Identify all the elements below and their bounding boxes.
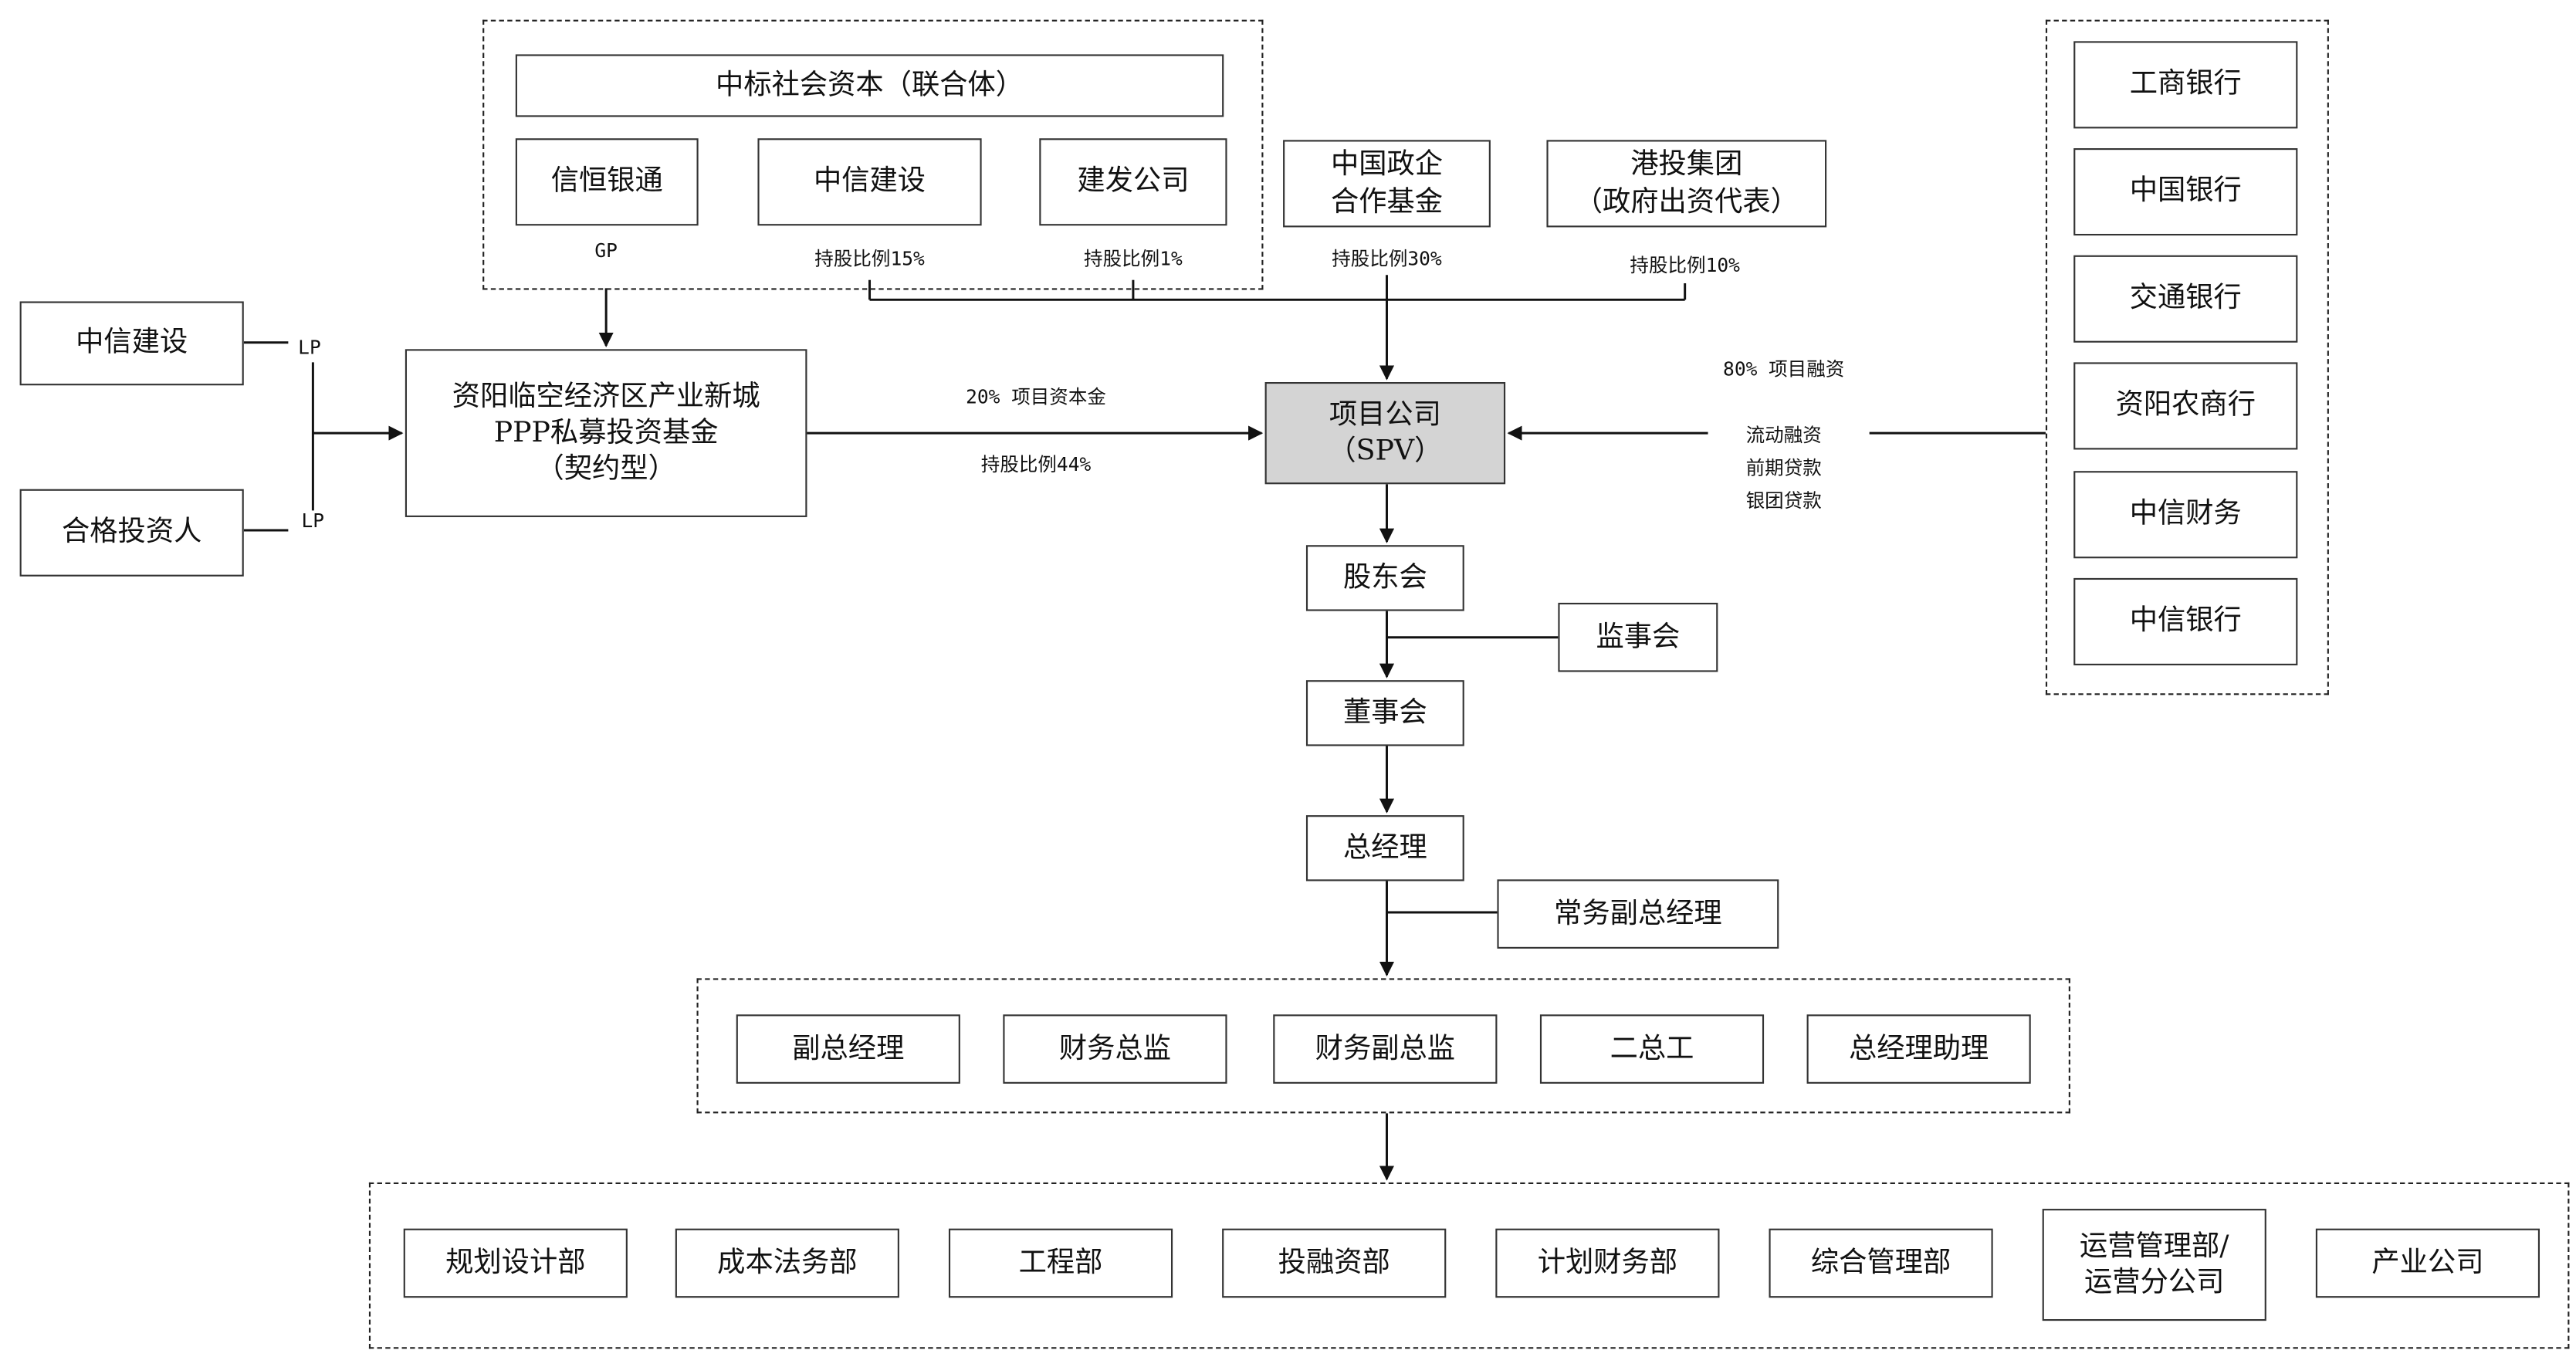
member-jf: 建发公司 bbox=[1039, 138, 1227, 226]
supervisors-label: 监事会 bbox=[1596, 621, 1681, 654]
jf-share-label: 持股比例1% bbox=[1084, 247, 1183, 270]
shareholders-box: 股东会 bbox=[1305, 545, 1464, 611]
gp-label: GP bbox=[594, 239, 618, 262]
executive-box: 财务副总监 bbox=[1273, 1014, 1498, 1084]
executive-box: 二总工 bbox=[1539, 1014, 1765, 1084]
executive-label: 财务副总监 bbox=[1315, 1032, 1456, 1066]
gov-fund-line2: 合作基金 bbox=[1330, 185, 1444, 218]
board-box: 董事会 bbox=[1305, 680, 1464, 746]
department-box: 运营管理部/运营分公司 bbox=[2042, 1209, 2266, 1321]
department-box: 工程部 bbox=[948, 1228, 1173, 1298]
gov-fund-line1: 中国政企 bbox=[1330, 148, 1444, 182]
department-label: 工程部 bbox=[1018, 1247, 1103, 1280]
consortium-box: 中标社会资本（联合体） bbox=[515, 54, 1224, 117]
executive-label: 二总工 bbox=[1610, 1032, 1694, 1066]
bank-label: 资阳农商行 bbox=[2115, 389, 2256, 423]
gov-fund-share: 持股比例30% bbox=[1332, 247, 1442, 270]
lp-label-bottom: LP bbox=[301, 509, 325, 533]
executive-label: 总经理助理 bbox=[1848, 1032, 1989, 1066]
member-xhyt: 信恒银通 bbox=[515, 138, 699, 226]
department-label: 规划设计部 bbox=[445, 1247, 586, 1280]
investor-zxjs-box: 中信建设 bbox=[19, 301, 244, 386]
bank-label: 中信财务 bbox=[2129, 498, 2242, 531]
zxjs-share-label: 持股比例15% bbox=[814, 247, 925, 270]
bank-label: 工商银行 bbox=[2129, 68, 2242, 102]
financing-title: 80% 项目融资 bbox=[1723, 357, 1845, 381]
port-group-line1: 港投集团 bbox=[1630, 148, 1743, 182]
spv-line1: 项目公司 bbox=[1329, 398, 1441, 431]
investor-zxjs-label: 中信建设 bbox=[76, 327, 188, 360]
bank-box: 中信财务 bbox=[2073, 471, 2298, 559]
fund-line3: （契约型） bbox=[536, 452, 676, 486]
bank-box: 中国银行 bbox=[2073, 148, 2298, 236]
department-label: 产业公司 bbox=[2371, 1247, 2484, 1280]
exec-vgm-box: 常务副总经理 bbox=[1497, 879, 1779, 949]
port-group-line2: （政府出资代表） bbox=[1574, 185, 1799, 218]
member-xhyt-label: 信恒银通 bbox=[550, 165, 663, 198]
departments-group bbox=[368, 1182, 2570, 1349]
port-group-box: 港投集团（政府出资代表） bbox=[1546, 140, 1827, 228]
fund-line1: 资阳临空经济区产业新城 bbox=[452, 380, 760, 414]
financing-item-1: 流动融资 bbox=[1745, 423, 1822, 447]
port-group-share: 持股比例10% bbox=[1630, 253, 1740, 277]
bank-label: 中信银行 bbox=[2129, 604, 2242, 638]
department-label: 运营分公司 bbox=[2084, 1266, 2225, 1300]
bank-box: 中信银行 bbox=[2073, 577, 2298, 665]
fund-capital-label: 20% 项目资本金 bbox=[966, 385, 1106, 409]
gov-fund-box: 中国政企合作基金 bbox=[1283, 140, 1491, 228]
department-label: 运营管理部/ bbox=[2079, 1230, 2229, 1264]
supervisors-box: 监事会 bbox=[1558, 602, 1718, 672]
fund-box: 资阳临空经济区产业新城 PPP私募投资基金 （契约型） bbox=[405, 349, 807, 517]
spv-line2: （SPV） bbox=[1328, 435, 1443, 468]
board-label: 董事会 bbox=[1342, 696, 1427, 730]
fund-line2: PPP私募投资基金 bbox=[493, 416, 719, 450]
shareholders-label: 股东会 bbox=[1342, 561, 1427, 595]
gm-box: 总经理 bbox=[1305, 815, 1464, 881]
executives-group bbox=[696, 978, 2070, 1114]
financing-item-3: 银团贷款 bbox=[1745, 489, 1822, 513]
bank-box: 工商银行 bbox=[2073, 41, 2298, 129]
investor-qualified-box: 合格投资人 bbox=[19, 489, 244, 577]
executive-box: 财务总监 bbox=[1003, 1014, 1227, 1084]
consortium-group bbox=[482, 19, 1264, 290]
department-label: 综合管理部 bbox=[1810, 1247, 1951, 1280]
bank-label: 中国银行 bbox=[2129, 175, 2242, 208]
exec-vgm-label: 常务副总经理 bbox=[1554, 897, 1722, 931]
executive-box: 副总经理 bbox=[736, 1014, 960, 1084]
department-box: 计划财务部 bbox=[1495, 1228, 1720, 1298]
bank-box: 交通银行 bbox=[2073, 255, 2298, 343]
department-label: 计划财务部 bbox=[1537, 1247, 1678, 1280]
consortium-label: 中标社会资本（联合体） bbox=[716, 69, 1024, 103]
member-zxjs-label: 中信建设 bbox=[813, 165, 926, 198]
bank-group bbox=[2045, 19, 2329, 695]
gm-label: 总经理 bbox=[1342, 831, 1427, 865]
financing-item-2: 前期贷款 bbox=[1745, 456, 1822, 479]
department-box: 投融资部 bbox=[1222, 1228, 1447, 1298]
executive-box: 总经理助理 bbox=[1806, 1014, 2031, 1084]
member-jf-label: 建发公司 bbox=[1077, 165, 1190, 198]
spv-box: 项目公司 （SPV） bbox=[1264, 381, 1506, 485]
department-label: 投融资部 bbox=[1278, 1247, 1390, 1280]
department-box: 产业公司 bbox=[2315, 1228, 2540, 1298]
executive-label: 财务总监 bbox=[1058, 1032, 1171, 1066]
department-label: 成本法务部 bbox=[717, 1247, 858, 1280]
bank-box: 资阳农商行 bbox=[2073, 362, 2298, 450]
department-box: 规划设计部 bbox=[403, 1228, 628, 1298]
executive-label: 副总经理 bbox=[792, 1032, 905, 1066]
lp-label-top: LP bbox=[298, 336, 321, 360]
department-box: 综合管理部 bbox=[1769, 1228, 1993, 1298]
department-box: 成本法务部 bbox=[675, 1228, 899, 1298]
investor-qualified-label: 合格投资人 bbox=[62, 516, 202, 550]
member-zxjs: 中信建设 bbox=[757, 138, 982, 226]
bank-label: 交通银行 bbox=[2129, 282, 2242, 316]
fund-share-label: 持股比例44% bbox=[980, 452, 1092, 476]
